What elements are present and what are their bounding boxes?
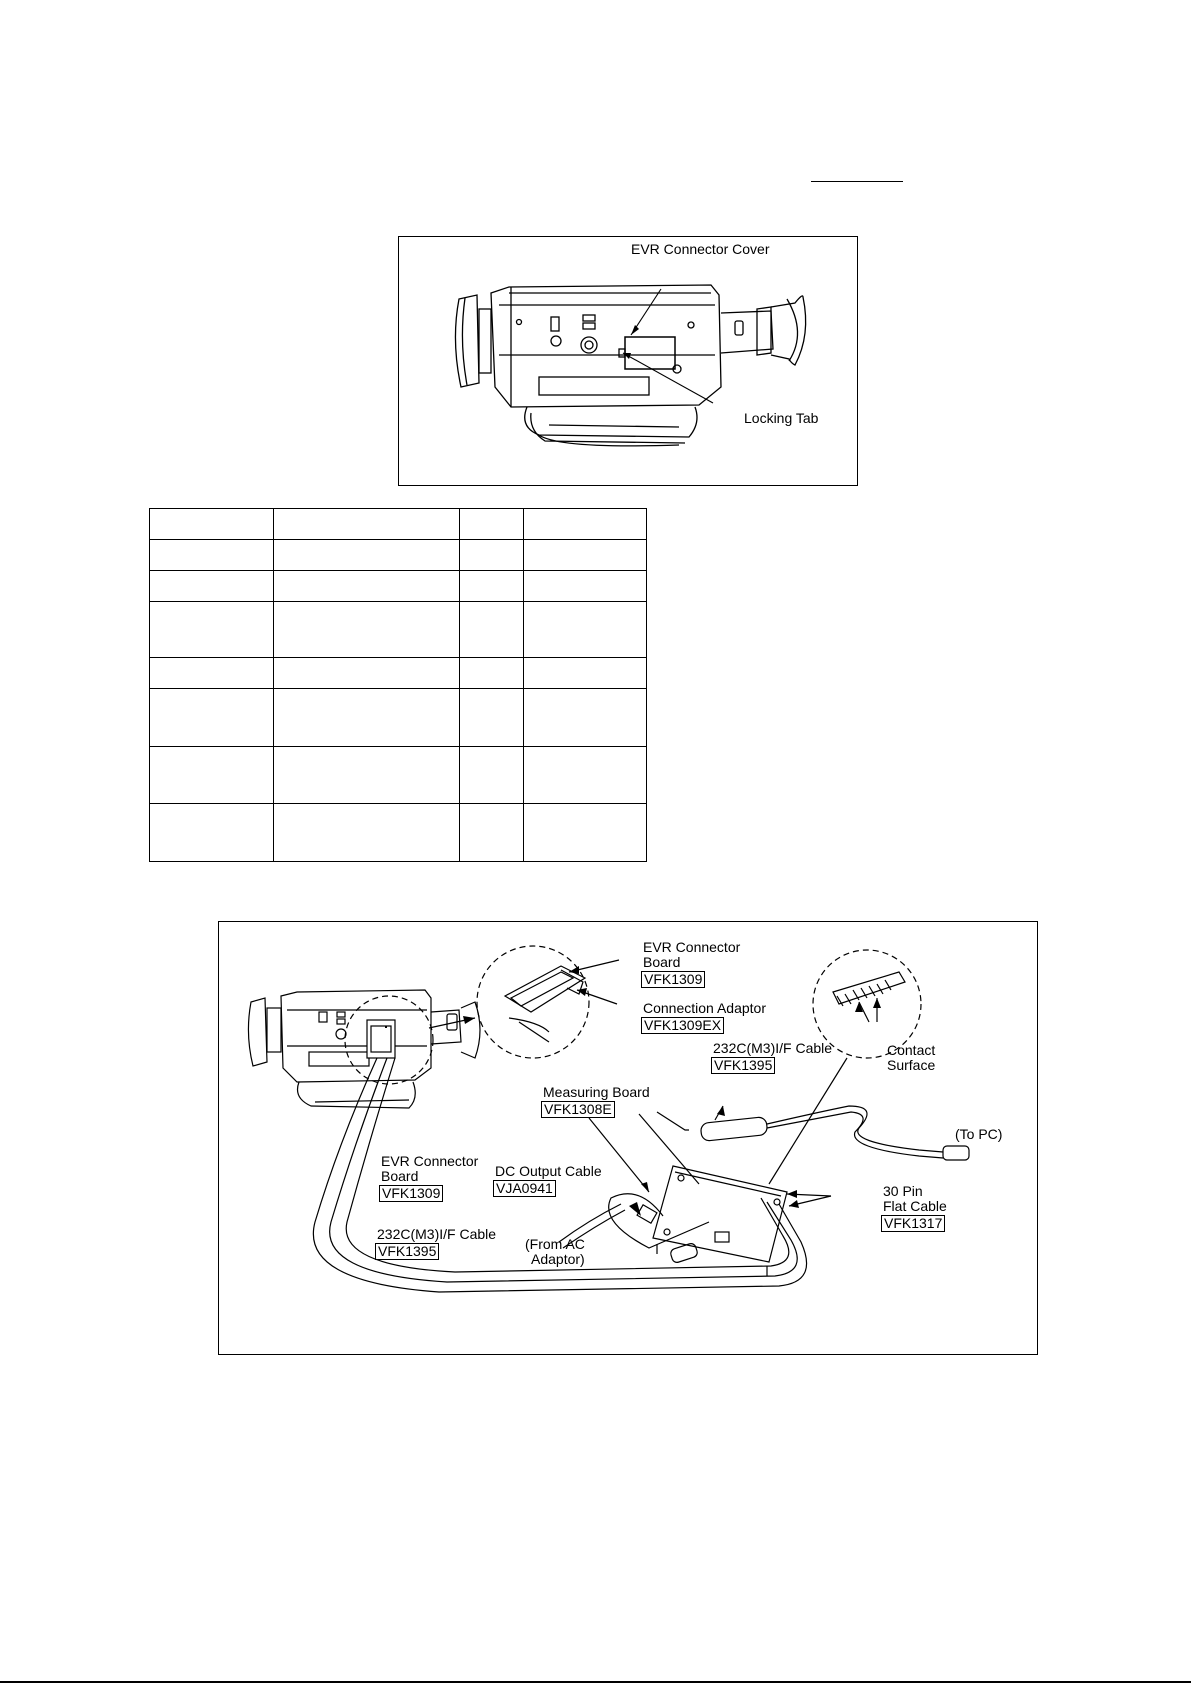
connection-adaptor-label: Connection Adaptor: [643, 1000, 766, 1016]
table-cell: [149, 657, 274, 689]
flat-cable-part-number: VFK1317: [881, 1215, 946, 1232]
table-cell: [523, 601, 647, 658]
locking-tab-label: Locking Tab: [744, 410, 819, 426]
table-cell: [459, 570, 524, 602]
table-cell: [149, 539, 274, 571]
table-cell: [459, 508, 524, 540]
dc-output-cable-part-number: VJA0941: [493, 1180, 556, 1197]
flat-cable-label-line2: Flat Cable: [883, 1198, 947, 1214]
table-cell: [523, 746, 647, 804]
adjustment-table: [149, 508, 647, 862]
evr-connector-cover-figure: EVR Connector Cover Locking Tab: [398, 236, 858, 486]
table-cell: [459, 539, 524, 571]
table-cell: [459, 657, 524, 689]
cable-232-top-part-number: VFK1395: [711, 1057, 776, 1074]
table-cell: [149, 746, 274, 804]
table-cell: [459, 746, 524, 804]
cable-232-bottom-label: 232C(M3)I/F Cable: [377, 1226, 497, 1242]
evr-board-bottom-part-number: VFK1309: [379, 1185, 444, 1202]
measuring-board-label: Measuring Board: [543, 1084, 650, 1100]
camcorder-side-illustration: [454, 284, 807, 447]
table-cell: [523, 570, 647, 602]
evr-board-bottom-label-line2: Board: [381, 1168, 419, 1184]
table-cell: [459, 803, 524, 862]
table-row: [149, 539, 647, 571]
from-ac-adaptor-label-line1: (From AC: [525, 1236, 585, 1252]
evr-board-top-label-line2: Board: [643, 954, 681, 970]
table-cell: [149, 570, 274, 602]
cable-232-bottom-part-number: VFK1395: [375, 1243, 440, 1260]
table-row: [149, 746, 647, 804]
table-cell: [273, 508, 460, 540]
table-cell: [273, 746, 460, 804]
table-cell: [273, 803, 460, 862]
connection-adaptor-part-number: VFK1309EX: [641, 1017, 725, 1034]
table-row: [149, 570, 647, 602]
table-row: [149, 803, 647, 862]
table-cell: [149, 803, 274, 862]
evr-connector-cover-label: EVR Connector Cover: [631, 241, 770, 257]
evr-board-top-label-line1: EVR Connector: [643, 939, 741, 955]
contact-surface-label-line1: Contact: [887, 1042, 936, 1058]
table-cell: [523, 539, 647, 571]
to-pc-label: (To PC): [955, 1126, 1003, 1142]
evr-board-bottom-label-line1: EVR Connector: [381, 1153, 479, 1169]
table-cell: [523, 803, 647, 862]
dc-output-cable-label: DC Output Cable: [495, 1163, 602, 1179]
table-row: [149, 508, 647, 540]
page-bottom-rule: [0, 1681, 1191, 1683]
connection-diagram: EVR Connector Board VFK1309 Connection A…: [218, 921, 1038, 1355]
measuring-board-part-number: VFK1308E: [541, 1101, 615, 1118]
table-cell: [523, 508, 647, 540]
table-row: [149, 657, 647, 689]
table-row: [149, 601, 647, 658]
evr-board-top-part-number: VFK1309: [641, 971, 706, 988]
table-cell: [149, 688, 274, 747]
table-cell: [149, 508, 274, 540]
table-cell: [273, 539, 460, 571]
table-cell: [273, 570, 460, 602]
table-cell: [273, 657, 460, 689]
table-cell: [273, 601, 460, 658]
contact-surface-label-line2: Surface: [887, 1057, 936, 1073]
connection-diagram-illustration: [247, 945, 970, 1293]
table-cell: [523, 688, 647, 747]
underline-rule: [811, 181, 903, 182]
flat-cable-label-line1: 30 Pin: [883, 1183, 923, 1199]
table-cell: [149, 601, 274, 658]
table-cell: [523, 657, 647, 689]
table-cell: [459, 688, 524, 747]
table-cell: [459, 601, 524, 658]
cable-232-top-label: 232C(M3)I/F Cable: [713, 1040, 833, 1056]
from-ac-adaptor-label-line2: Adaptor): [531, 1251, 585, 1267]
table-cell: [273, 688, 460, 747]
table-row: [149, 688, 647, 747]
